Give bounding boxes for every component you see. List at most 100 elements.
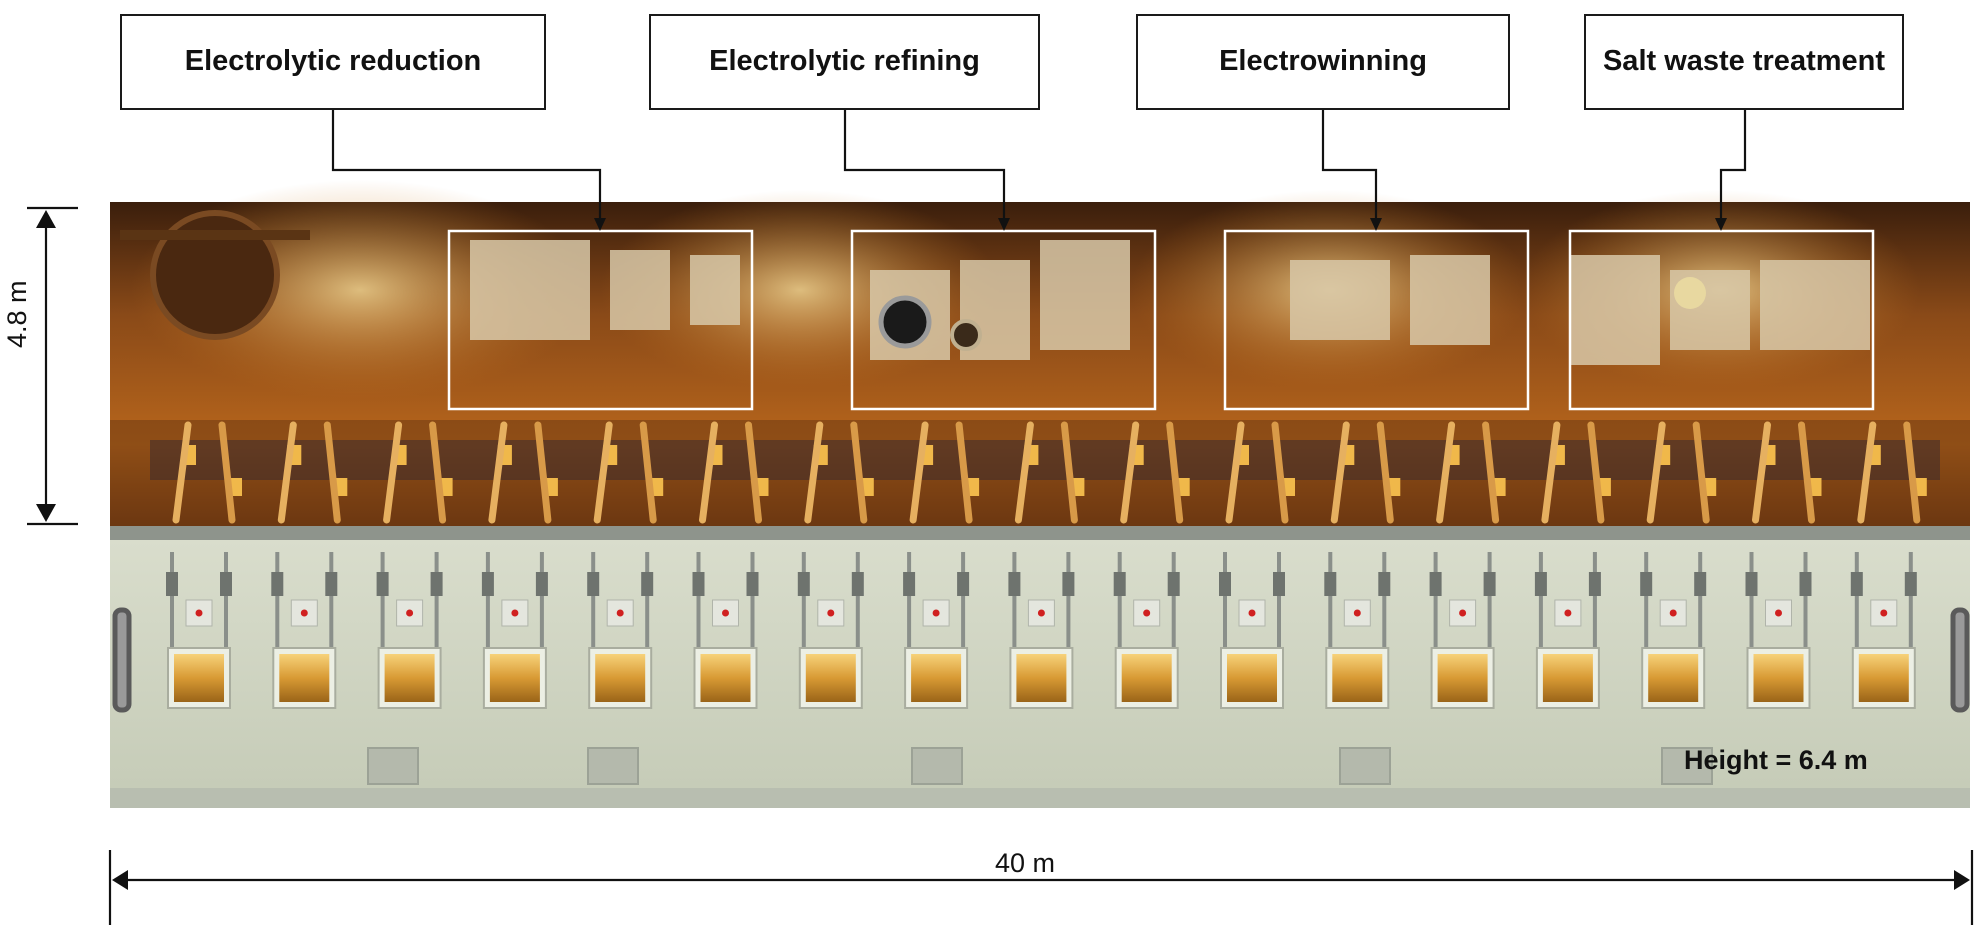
shielding-window-glass — [1227, 654, 1277, 702]
shielding-window-glass — [279, 654, 330, 702]
indicator-light-icon — [1880, 609, 1888, 617]
indicator-light-icon — [722, 609, 729, 617]
shielding-window-glass — [595, 654, 646, 702]
floor-vent — [367, 747, 419, 785]
manipulator-window-station — [1850, 552, 1917, 709]
indicator-light-icon — [511, 609, 519, 617]
manipulator-window-station — [903, 552, 970, 709]
lamp-icon — [1388, 478, 1401, 496]
manipulator-window-station — [1219, 552, 1285, 709]
lamp-icon — [967, 478, 980, 496]
height-note-value: Height = 6.4 m — [1684, 745, 1868, 775]
lamp-icon — [230, 478, 242, 496]
connector-electrolytic-reduction — [331, 110, 602, 222]
vertical-dimension-value: 4.8 m — [2, 280, 32, 348]
horizontal-dimension-label: 40 m — [995, 848, 1055, 879]
vessel-icon — [150, 210, 280, 340]
lamp-icon — [440, 478, 453, 496]
shielding-window-glass — [1542, 654, 1593, 702]
shielding-window-glass — [1858, 654, 1909, 702]
manipulator-arms-interior — [172, 421, 1921, 524]
label-electrolytic-reduction: Electrolytic reduction — [120, 14, 546, 110]
arrow-right-icon — [1954, 870, 1970, 890]
shielding-window-glass — [1016, 654, 1067, 702]
lamp-icon — [1283, 478, 1295, 496]
arrowhead-icon — [998, 218, 1010, 231]
indicator-light-icon — [300, 609, 308, 617]
cell-front-wall — [110, 526, 1970, 808]
lamp-icon — [1493, 478, 1506, 496]
connector-electrowinning — [1321, 110, 1378, 222]
arrow-up-icon — [36, 210, 56, 228]
horizontal-dimension-value: 40 m — [995, 848, 1056, 878]
arrowhead-icon — [1715, 218, 1727, 231]
label-electrolytic-reduction-text: Electrolytic reduction — [184, 45, 482, 78]
lamp-icon — [1072, 478, 1085, 496]
indicator-light-icon — [616, 609, 624, 617]
label-salt-waste-treatment-text: Salt waste treatment — [1602, 45, 1886, 78]
shielding-window-glass — [1437, 654, 1488, 702]
indicator-light-icon — [827, 609, 835, 617]
manipulator-window-station — [1640, 552, 1707, 709]
label-electrowinning-text: Electrowinning — [1219, 45, 1427, 78]
floor-vent — [587, 747, 639, 785]
lamp-icon — [651, 478, 664, 496]
height-note: Height = 6.4 m — [1684, 745, 1868, 776]
side-fixture-left — [112, 607, 132, 713]
shielding-window-glass — [1121, 654, 1172, 702]
dimension-arrows — [27, 206, 1974, 925]
highlight-salt-waste-treatment — [1568, 229, 1875, 411]
shielding-window-glass — [174, 654, 224, 702]
lamp-icon — [1177, 478, 1190, 496]
lamp-icon — [1704, 478, 1717, 496]
indicator-light-icon — [1459, 609, 1467, 617]
shielding-window-glass — [911, 654, 962, 702]
highlight-electrowinning — [1223, 229, 1530, 411]
manipulator-window-station — [587, 552, 654, 709]
shielding-window-glass — [1753, 654, 1804, 702]
cell-interior — [110, 180, 1970, 526]
indicator-light-icon — [1564, 609, 1572, 617]
manipulator-window-station — [1534, 552, 1601, 709]
arrowhead-icon — [594, 218, 606, 231]
shielding-window-glass — [805, 654, 856, 702]
label-electrowinning: Electrowinning — [1136, 14, 1510, 110]
manipulator-window-station — [1429, 552, 1496, 709]
manipulator-window-station — [692, 552, 759, 709]
shielding-window-glass — [384, 654, 435, 702]
indicator-light-icon — [406, 609, 414, 617]
floor-vent — [1661, 747, 1713, 785]
indicator-light-icon — [1037, 609, 1045, 617]
shielding-window-glass — [700, 654, 751, 702]
lamp-icon — [861, 478, 874, 496]
arrow-down-icon — [36, 504, 56, 522]
indicator-light-icon — [1353, 609, 1361, 617]
indicator-light-icon — [932, 609, 940, 617]
label-salt-waste-treatment: Salt waste treatment — [1584, 14, 1904, 110]
lamp-icon — [1809, 478, 1822, 496]
label-electrolytic-refining: Electrolytic refining — [649, 14, 1040, 110]
connector-salt-waste-treatment — [1719, 110, 1747, 222]
highlight-electrolytic-reduction — [447, 229, 754, 411]
shielding-window-glass — [489, 654, 540, 702]
connector-lines — [331, 110, 1747, 231]
indicator-light-icon — [1669, 609, 1677, 617]
shielding-window-glass — [1332, 654, 1383, 702]
manipulator-window-station — [376, 552, 443, 709]
manipulator-window-station — [481, 552, 548, 709]
vertical-dimension-label: 4.8 m — [2, 248, 33, 348]
lamp-icon — [1914, 478, 1927, 496]
manipulator-window-station — [1324, 552, 1391, 709]
arrow-left-icon — [112, 870, 128, 890]
highlight-boxes — [447, 229, 1875, 411]
manipulator-window-station — [1113, 552, 1180, 709]
shielding-windows — [166, 552, 1917, 709]
label-electrolytic-refining-text: Electrolytic refining — [709, 45, 980, 78]
manipulator-window-station — [271, 552, 338, 709]
manipulator-window-station — [1008, 552, 1075, 709]
lamp-icon — [335, 478, 348, 496]
indicator-light-icon — [195, 609, 203, 617]
highlight-electrolytic-refining — [850, 229, 1157, 411]
